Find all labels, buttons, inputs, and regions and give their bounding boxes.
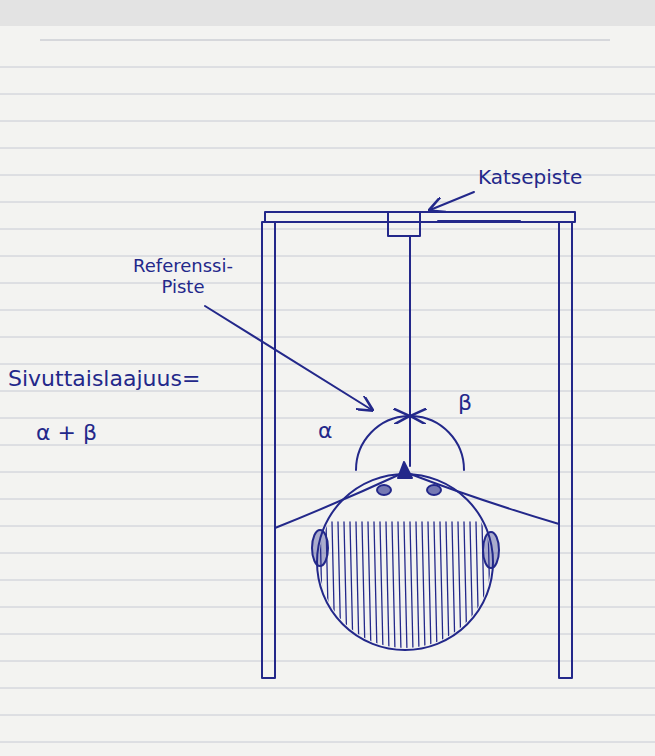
angle-symbol: β [458,390,472,415]
gaze-point-box [388,212,420,236]
hair-stroke [476,522,479,652]
hair-stroke [404,522,407,652]
hair-stroke [494,522,497,652]
alpha-arc [356,416,408,470]
left-ear [312,530,328,566]
hair-stroke [320,522,323,652]
hair-stroke [356,522,359,652]
paper-rule [0,283,655,284]
paper-rule [0,715,655,716]
hair-stroke [368,522,371,652]
formula-label: Sivuttaislaajuus= [8,366,200,391]
hair-stroke [440,522,443,652]
hair-stroke [374,522,377,652]
frame-right-post [559,222,572,678]
hair-stroke [470,522,473,652]
head-band [275,472,559,528]
hair-stroke [332,522,335,652]
hair-stroke [380,522,383,652]
paper-rule [0,337,655,338]
paper-rule [0,607,655,608]
paper-rule [0,499,655,500]
paper-rule [0,67,655,68]
top-strip [0,0,655,26]
hair-stroke [410,522,413,652]
drawing [205,192,575,678]
hair-stroke [434,522,437,652]
paper-rule [0,94,655,95]
gaze-point-label: Katsepiste [478,166,582,189]
paper-rule [0,121,655,122]
paper-rule [0,310,655,311]
paper-rule [0,661,655,662]
hair-stroke [464,522,467,652]
paper-rule [0,364,655,365]
left-eye [377,485,391,495]
right-ear [483,532,499,568]
bar-mark [438,220,520,222]
paper-rule [0,634,655,635]
hair-stroke [338,522,341,652]
hair-stroke [362,522,365,652]
sight-line [409,236,411,466]
hair-stroke [482,522,485,652]
right-eye [427,485,441,495]
hair-stroke [350,522,353,652]
hair-stroke [416,522,419,652]
leader-line [205,306,372,410]
paper-rule [0,148,655,149]
hair-stroke [422,522,425,652]
paper-rule [0,688,655,689]
formula-label: α + β [36,420,97,445]
paper-rule [0,445,655,446]
hair-stroke [488,522,491,652]
paper-rule [0,202,655,203]
hair-stroke [458,522,461,652]
hair-stroke [398,522,401,652]
ruled-lines [0,67,655,742]
reference-point-label: Referenssi- Piste [118,256,248,297]
hair-stroke [392,522,395,652]
hair-stroke [446,522,449,652]
hair-hatching [320,522,497,652]
leader-line [430,192,474,210]
hair-stroke [386,522,389,652]
paper-rule [0,229,655,230]
hair-stroke [452,522,455,652]
reference-marker [398,462,412,478]
paper-rule [0,472,655,473]
hair-stroke [428,522,431,652]
paper-rule [0,256,655,257]
angle-symbol: α [318,418,333,443]
paper-rule [40,40,610,41]
hair-stroke [344,522,347,652]
frame-left-post [262,222,275,678]
beta-arc [412,416,464,470]
hair-stroke [326,522,329,652]
paper-rule [0,526,655,527]
paper-rule [0,742,655,743]
